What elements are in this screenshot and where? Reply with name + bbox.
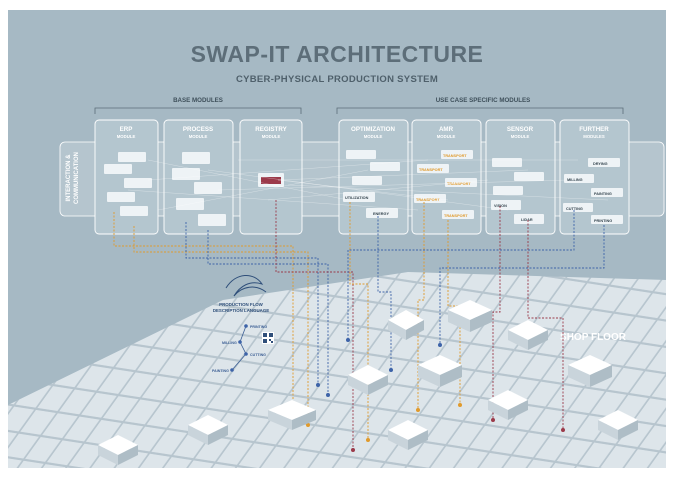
module-name: SENSOR <box>507 126 534 133</box>
module-sub: MODULES <box>583 134 605 139</box>
module-name: AMR <box>439 126 454 133</box>
module-process: PROCESS MODULE <box>163 119 234 235</box>
tag-utilization: UTILIZATION <box>345 196 369 200</box>
side-label-line1: INTERACTION & <box>66 154 72 202</box>
tag-vision: VISION <box>494 204 507 208</box>
registry-icon <box>261 177 281 184</box>
machine-6 <box>488 390 528 420</box>
tag-drying: DRYING <box>593 162 608 166</box>
module-name: PROCESS <box>183 126 213 133</box>
shop-floor-label: SHOP FLOOR <box>560 332 627 343</box>
tag-transport: TRANSPORT <box>416 198 440 202</box>
tag-transport: TRANSPORT <box>447 182 471 186</box>
side-label-line2: COMMUNICATION <box>74 152 80 204</box>
tag-printing: PRINTING <box>594 219 612 223</box>
machine-10 <box>598 410 638 440</box>
module-sub: MODULE <box>189 134 208 139</box>
tag-lidar: LIDAR <box>521 218 533 222</box>
module-sensor: SENSOR MODULE VISION LIDAR <box>485 119 556 235</box>
group-bracket-base <box>94 107 302 114</box>
module-name: ERP <box>120 126 133 133</box>
machine-5 <box>418 355 462 387</box>
group-label-base: BASE MODULES <box>173 97 223 104</box>
shop-floor <box>8 272 666 468</box>
qr-code-icon <box>262 332 274 344</box>
machine-1 <box>388 310 424 340</box>
module-erp: ERP MODULE <box>94 119 159 235</box>
module-sub: MODULE <box>364 134 383 139</box>
machine-8 <box>268 400 316 430</box>
module-sub: MODULE <box>117 134 136 139</box>
module-sub: MODULE <box>437 134 456 139</box>
module-connectors <box>113 200 605 450</box>
pfdl-flow-path <box>231 325 247 371</box>
tag-milling: MILLING <box>567 178 583 182</box>
pfdl-step: PRINTING <box>250 325 267 329</box>
pfdl-step: MILLING <box>222 341 237 345</box>
page-subtitle: CYBER-PHYSICAL PRODUCTION SYSTEM <box>236 74 438 85</box>
tag-energy: ENERGY <box>373 212 390 216</box>
module-name: FURTHER <box>579 126 609 133</box>
module-sub: MODULE <box>262 134 281 139</box>
machine-2 <box>448 300 492 332</box>
connector-endpoints <box>291 338 565 452</box>
architecture-poster: SWAP-IT ARCHITECTURE CYBER-PHYSICAL PROD… <box>8 10 666 468</box>
machine-7 <box>348 365 388 395</box>
module-further: FURTHER MODULES DRYING MILLING PAINTING … <box>559 119 630 235</box>
pfdl-step: CUTTING <box>250 353 266 357</box>
module-amr: AMR MODULE TRANSPORT TRANSPORT TRANSPORT… <box>411 119 482 235</box>
machine-3 <box>508 320 548 350</box>
machine-11 <box>98 435 138 465</box>
tag-cutting: CUTTING <box>566 207 583 211</box>
module-registry: REGISTRY MODULE <box>239 119 303 235</box>
module-optimization: OPTIMIZATION MODULE UTILIZATION ENERGY <box>338 119 409 235</box>
module-name: OPTIMIZATION <box>351 126 395 133</box>
machine-4 <box>568 355 612 387</box>
pfdl-title-line2: DESCRIPTION LANGUAGE <box>213 308 269 313</box>
tag-transport: TRANSPORT <box>444 214 468 218</box>
page-title: SWAP-IT ARCHITECTURE <box>191 41 484 67</box>
tag-painting: PAINTING <box>594 192 612 196</box>
module-name: REGISTRY <box>255 126 287 133</box>
group-bracket-use-case <box>336 107 624 114</box>
pfdl-step: PAINTING <box>212 369 229 373</box>
machine-12 <box>388 420 428 450</box>
tag-transport: TRANSPORT <box>419 168 443 172</box>
tag-transport: TRANSPORT <box>443 154 467 158</box>
interaction-lines <box>127 159 609 211</box>
module-sub: MODULE <box>511 134 530 139</box>
pfdl-logo <box>225 275 267 297</box>
machine-9 <box>188 415 228 445</box>
shop-floor-machines <box>98 300 638 465</box>
architecture-diagram: SWAP-IT ARCHITECTURE CYBER-PHYSICAL PROD… <box>8 41 666 468</box>
pfdl-title-line1: PRODUCTION FLOW <box>219 302 264 307</box>
side-label: INTERACTION & COMMUNICATION <box>66 152 80 204</box>
group-label-use-case: USE CASE SPECIFIC MODULES <box>436 97 531 104</box>
